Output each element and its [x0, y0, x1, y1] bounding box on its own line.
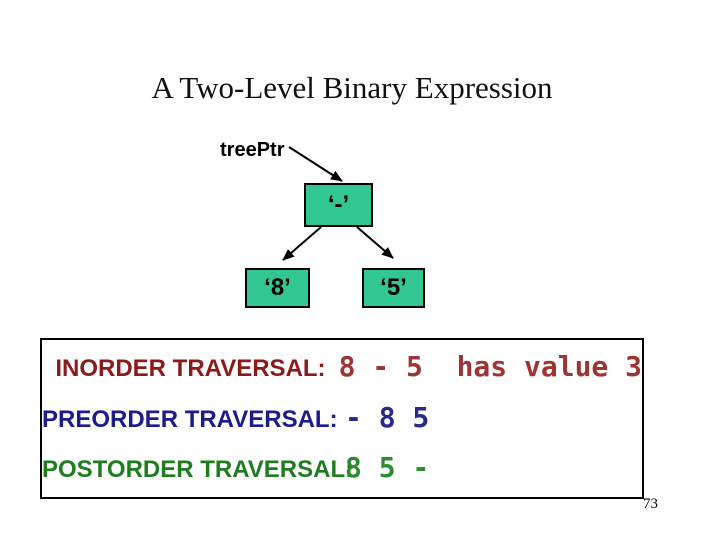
tree-node-right-label: ‘5’: [380, 274, 407, 301]
tree-pointer-label: treePtr: [220, 139, 285, 161]
preorder-label: PREORDER TRAVERSAL:: [42, 406, 338, 433]
tree-node-left-label: ‘8’: [264, 274, 291, 301]
traversal-row-preorder: PREORDER TRAVERSAL: - 8 5: [42, 403, 642, 434]
inorder-value: 8 - 5 has value 3: [338, 350, 642, 383]
traversal-box: INORDER TRAVERSAL: 8 - 5 has value 3 PRE…: [40, 338, 644, 499]
traversal-row-postorder: POSTORDER TRAVERSAL: 8 5 -: [42, 453, 642, 484]
left-child-arrow: [282, 226, 322, 261]
preorder-value: - 8 5: [345, 401, 430, 434]
page-number: 73: [643, 496, 658, 512]
tree-node-root-label: ‘-’: [327, 191, 350, 218]
right-child-arrow: [356, 226, 394, 259]
tree-node-left-child: ‘8’: [245, 268, 310, 308]
pointer-arrow: [288, 146, 343, 182]
postorder-value: 8 5 -: [345, 451, 430, 484]
inorder-label: INORDER TRAVERSAL:: [55, 355, 326, 382]
tree-node-root: ‘-’: [304, 183, 373, 227]
traversal-row-inorder: INORDER TRAVERSAL: 8 - 5 has value 3: [42, 352, 642, 383]
tree-node-right-child: ‘5’: [362, 268, 425, 308]
slide-title: A Two-Level Binary Expression: [151, 70, 553, 105]
postorder-label: POSTORDER TRAVERSAL:: [42, 456, 354, 483]
